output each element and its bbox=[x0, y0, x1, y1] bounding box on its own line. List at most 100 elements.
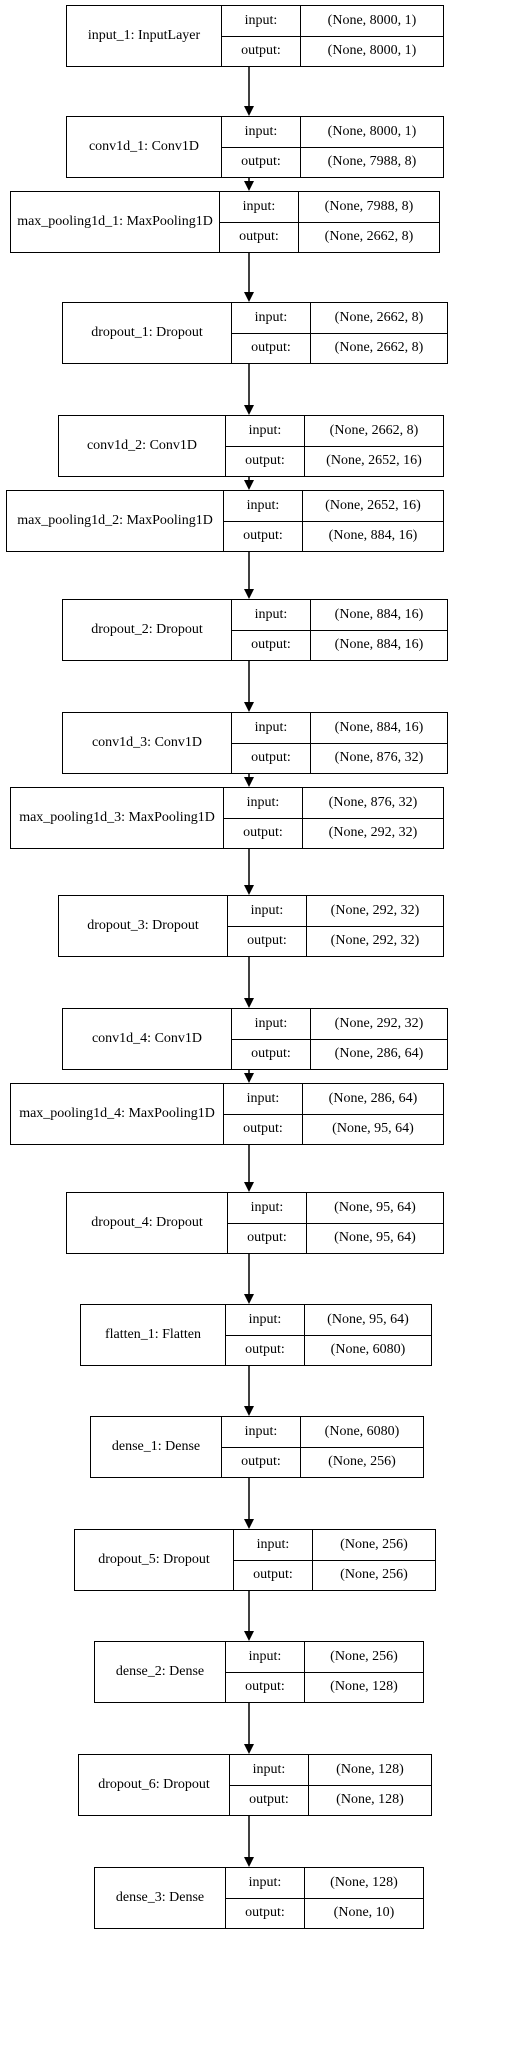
input-row: input:(None, 884, 16) bbox=[232, 713, 447, 743]
input-label: input: bbox=[222, 1417, 301, 1447]
layer-name: dense_1: Dense bbox=[91, 1417, 222, 1477]
output-row: output:(None, 292, 32) bbox=[224, 817, 443, 848]
arrow-head-icon bbox=[244, 885, 254, 895]
input-row: input: (None, 8000, 1) bbox=[222, 6, 443, 36]
arrow-head-icon bbox=[244, 405, 254, 415]
output-label: output: bbox=[232, 333, 311, 363]
input-shape: (None, 2652, 16) bbox=[325, 497, 421, 513]
input-row: input:(None, 2652, 16) bbox=[224, 491, 443, 521]
arrow-head-icon bbox=[244, 589, 254, 599]
input-label: input: bbox=[224, 1084, 303, 1114]
output-row: output:(None, 256) bbox=[234, 1559, 435, 1590]
layer-name: max_pooling1d_1: MaxPooling1D bbox=[11, 192, 220, 252]
input-shape: (None, 8000, 1) bbox=[327, 12, 417, 28]
output-label: output: bbox=[220, 222, 299, 252]
input-shape: (None, 6080) bbox=[324, 1423, 400, 1439]
layer-name: dropout_4: Dropout bbox=[67, 1193, 228, 1253]
arrow-head-icon bbox=[244, 1182, 254, 1192]
layer-name: dropout_2: Dropout bbox=[63, 600, 232, 660]
input-row: input:(None, 884, 16) bbox=[232, 600, 447, 630]
input-label: input: bbox=[222, 6, 301, 36]
output-row: output:(None, 2662, 8) bbox=[220, 221, 439, 252]
arrow-head-icon bbox=[244, 1406, 254, 1416]
output-row: output: (None, 6080) bbox=[226, 1334, 431, 1365]
output-row: output: (None, 95, 64) bbox=[228, 1222, 443, 1253]
layer-io-table: input:(None, 7988, 8)output:(None, 2662,… bbox=[220, 192, 439, 252]
input-row: input:(None, 876, 32) bbox=[224, 788, 443, 818]
output-row: output:(None, 95, 64) bbox=[224, 1113, 443, 1144]
output-shape: (None, 8000, 1) bbox=[327, 43, 417, 59]
input-shape: (None, 286, 64) bbox=[328, 1090, 418, 1106]
output-row: output:(None, 2662, 8) bbox=[232, 332, 447, 363]
input-row: input:(None, 292, 32) bbox=[232, 1009, 447, 1039]
output-row: output:(None, 128) bbox=[226, 1671, 423, 1702]
arrow-head-icon bbox=[244, 1073, 254, 1083]
output-shape: (None, 256) bbox=[328, 1454, 396, 1470]
input-shape: (None, 128) bbox=[330, 1874, 398, 1890]
layer-name: conv1d_2: Conv1D bbox=[59, 416, 226, 476]
layer-name: flatten_1: Flatten bbox=[81, 1305, 226, 1365]
output-row: output:(None, 8000, 1) bbox=[222, 35, 443, 66]
layer-name: dropout_6: Dropout bbox=[79, 1755, 230, 1815]
arrow-head-icon bbox=[244, 181, 254, 191]
output-label: output: bbox=[226, 1335, 305, 1365]
layer-name: max_pooling1d_2: MaxPooling1D bbox=[7, 491, 224, 551]
input-shape: (None, 128) bbox=[336, 1761, 404, 1777]
arrow-head-icon bbox=[244, 1631, 254, 1641]
input-shape: (None, 884, 16) bbox=[334, 719, 424, 735]
layer-io-table: input:(None, 256)output:(None, 128) bbox=[226, 1642, 423, 1702]
output-label: output: bbox=[222, 147, 301, 177]
input-row: input:(None, 2662, 8) bbox=[232, 303, 447, 333]
input-label: input: bbox=[228, 896, 307, 926]
layer-io-table: input:(None, 2662, 8)output:(None, 2652,… bbox=[226, 416, 443, 476]
output-row: output:(None, 286, 64) bbox=[232, 1038, 447, 1069]
output-shape: (None, 2652, 16) bbox=[326, 453, 422, 469]
input-row: input: (None, 6080) bbox=[222, 1417, 423, 1447]
output-shape: (None, 128) bbox=[336, 1792, 404, 1808]
output-row: output:(None, 128) bbox=[230, 1784, 431, 1815]
input-row: input:(None, 128) bbox=[226, 1868, 423, 1898]
layer-io-table: input:(None, 884, 16)output: (None, 876, … bbox=[232, 713, 447, 773]
output-shape: (None, 292, 32) bbox=[328, 825, 418, 841]
input-row: input:(None, 8000, 1) bbox=[222, 117, 443, 147]
layer-name: conv1d_4: Conv1D bbox=[63, 1009, 232, 1069]
output-shape: (None, 292, 32) bbox=[330, 933, 420, 949]
layer-io-table: input:(None, 8000, 1)output:(None, 8000,… bbox=[222, 6, 443, 66]
output-label: output: bbox=[232, 743, 311, 773]
output-shape: (None, 6080) bbox=[330, 1342, 406, 1358]
arrow-head-icon bbox=[244, 1857, 254, 1867]
layer-io-table: input:(None, 128)output:(None, 128) bbox=[230, 1755, 431, 1815]
layer-io-table: input:(None, 8000, 1)output: (None, 7988,… bbox=[222, 117, 443, 177]
output-shape: (None, 95, 64) bbox=[334, 1230, 416, 1246]
input-label: input: bbox=[232, 1009, 311, 1039]
layer-name: dropout_3: Dropout bbox=[59, 896, 228, 956]
output-shape: (None, 876, 32) bbox=[334, 750, 424, 766]
input-label: input: bbox=[226, 1642, 305, 1672]
input-shape: (None, 884, 16) bbox=[334, 606, 424, 622]
input-row: input:(None, 95, 64) bbox=[228, 1193, 443, 1223]
input-label: input: bbox=[228, 1193, 307, 1223]
layer-name: max_pooling1d_3: MaxPooling1D bbox=[11, 788, 224, 848]
output-shape: (None, 884, 16) bbox=[328, 528, 418, 544]
layer-name: dropout_1: Dropout bbox=[63, 303, 232, 363]
layer-name: conv1d_3: Conv1D bbox=[63, 713, 232, 773]
output-label: output: bbox=[228, 1223, 307, 1253]
layer-name: max_pooling1d_4: MaxPooling1D bbox=[11, 1084, 224, 1144]
output-row: output: (None, 876, 32) bbox=[232, 742, 447, 773]
output-shape: (None, 7988, 8) bbox=[327, 154, 417, 170]
output-shape: (None, 128) bbox=[330, 1679, 398, 1695]
layer-io-table: input:(None, 95, 64)output: (None, 95, 64… bbox=[228, 1193, 443, 1253]
